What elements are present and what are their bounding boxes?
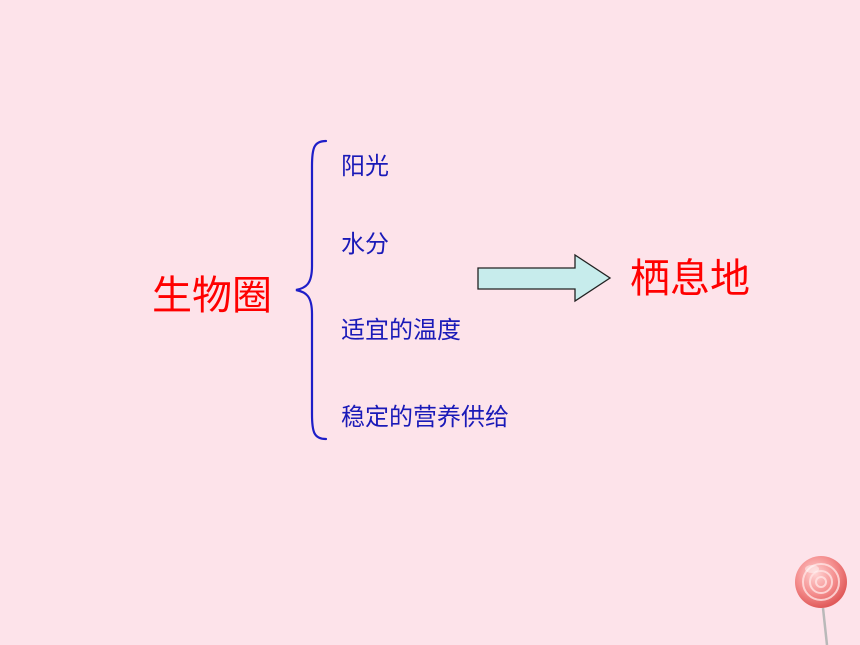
condition-water: 水分 xyxy=(341,230,389,258)
main-term: 生物圈 xyxy=(152,273,272,319)
condition-temperature: 适宜的温度 xyxy=(341,316,461,344)
condition-sunlight: 阳光 xyxy=(341,152,389,180)
curly-brace-icon xyxy=(295,139,328,441)
condition-nutrients: 稳定的营养供给 xyxy=(341,403,509,431)
right-arrow-icon xyxy=(477,253,612,303)
lollipop-icon xyxy=(795,556,847,645)
result-term: 栖息地 xyxy=(630,256,750,302)
